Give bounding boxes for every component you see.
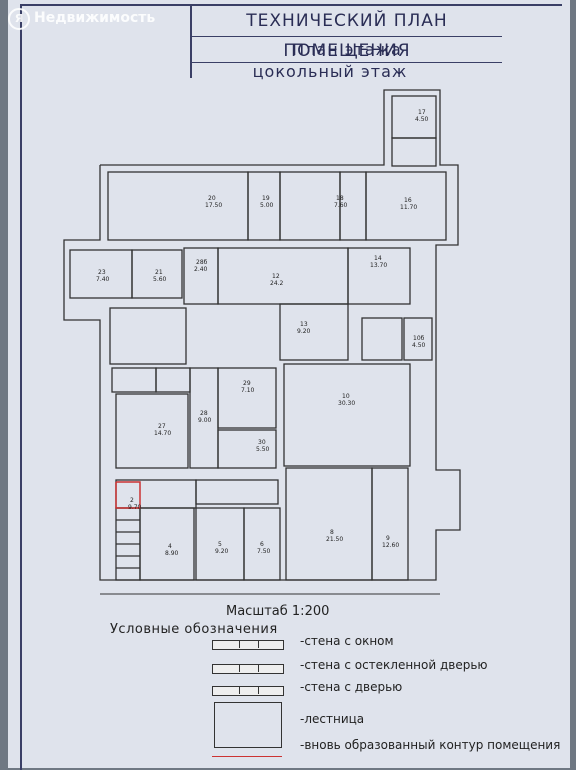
- room-number: 4: [168, 543, 172, 550]
- room-area: 11.70: [400, 204, 417, 211]
- plan-subtitle: План этажа: [192, 38, 502, 63]
- legend-label-window: -стена с окном: [300, 634, 394, 648]
- room-area: 5.60: [153, 276, 167, 283]
- room-area: 7.10: [241, 387, 255, 394]
- legend-label-stair: -лестница: [300, 712, 365, 726]
- room-number: 29: [243, 380, 251, 387]
- room-area: 30.30: [338, 400, 355, 407]
- room-number: 10: [342, 393, 350, 400]
- room-area: 9.00: [198, 417, 212, 424]
- room-number: 20: [208, 195, 216, 202]
- room-area: 9.20: [297, 328, 311, 335]
- room-area: 8.90: [165, 550, 179, 557]
- room-area: 7.50: [257, 548, 271, 555]
- scale-label: Масштаб 1:200: [226, 604, 330, 619]
- room-number: 28: [200, 410, 208, 417]
- room-number: 30: [258, 439, 266, 446]
- room-area: 7.60: [334, 202, 348, 209]
- room-number: 18: [336, 195, 344, 202]
- room-number: 10б: [413, 335, 425, 342]
- legend-symbol-door: [212, 686, 284, 696]
- title-block: ТЕХНИЧЕСКИЙ ПЛАН ПОМЕЩЕНИЯ План этажа: [190, 4, 502, 78]
- room-number: 28б: [196, 259, 208, 266]
- floor-label: цокольный этаж: [252, 62, 408, 81]
- room-area: 5.50: [256, 446, 270, 453]
- brand-logo-icon: Я: [8, 8, 30, 30]
- room-area: 4.50: [412, 342, 426, 349]
- room-number: 2: [130, 497, 134, 504]
- legend-label-contour: -вновь образованный контур помещения: [300, 738, 561, 752]
- legend-label-glass-door: -стена с остекленной дверью: [300, 658, 488, 672]
- room-number: 12: [272, 273, 280, 280]
- watermark-text: Недвижимость: [34, 10, 156, 26]
- room-number: 23: [98, 269, 106, 276]
- room-area: 21.50: [326, 536, 343, 543]
- room-area: 4.50: [415, 116, 429, 123]
- room-number: 21: [155, 269, 163, 276]
- legend-label-door: -стена с дверью: [300, 680, 403, 694]
- room-area: 13.70: [370, 262, 387, 269]
- plan-title: ТЕХНИЧЕСКИЙ ПЛАН ПОМЕЩЕНИЯ: [192, 6, 502, 61]
- room-number: 13: [300, 321, 308, 328]
- legend-symbol-glass-door: [212, 664, 284, 674]
- legend-stair-icon: [214, 702, 282, 748]
- room-area: 24.2: [270, 280, 284, 287]
- room-number: 27: [158, 423, 166, 430]
- room-area: 9.20: [215, 548, 229, 555]
- room-number: 19: [262, 195, 270, 202]
- room-number: 17: [418, 109, 426, 116]
- room-number: 16: [404, 197, 412, 204]
- room-area: 12.60: [382, 542, 399, 549]
- room-number: 6: [260, 541, 264, 548]
- room-number: 9: [386, 535, 390, 542]
- room-number: 8: [330, 529, 334, 536]
- room-number: 5: [218, 541, 222, 548]
- room-area: 2.40: [194, 266, 208, 273]
- legend-title: Условные обозначения: [110, 622, 278, 637]
- document-sheet: [8, 0, 570, 768]
- room-area: 7.40: [96, 276, 110, 283]
- room-area: 5.00: [260, 202, 274, 209]
- drawing-frame: [20, 4, 562, 770]
- room-area: 9.70: [128, 504, 142, 511]
- room-number: 14: [374, 255, 382, 262]
- legend-symbol-window: [212, 640, 284, 650]
- room-area: 17.50: [205, 202, 222, 209]
- room-area: 14.70: [154, 430, 171, 437]
- legend-symbol-contour: [212, 756, 282, 757]
